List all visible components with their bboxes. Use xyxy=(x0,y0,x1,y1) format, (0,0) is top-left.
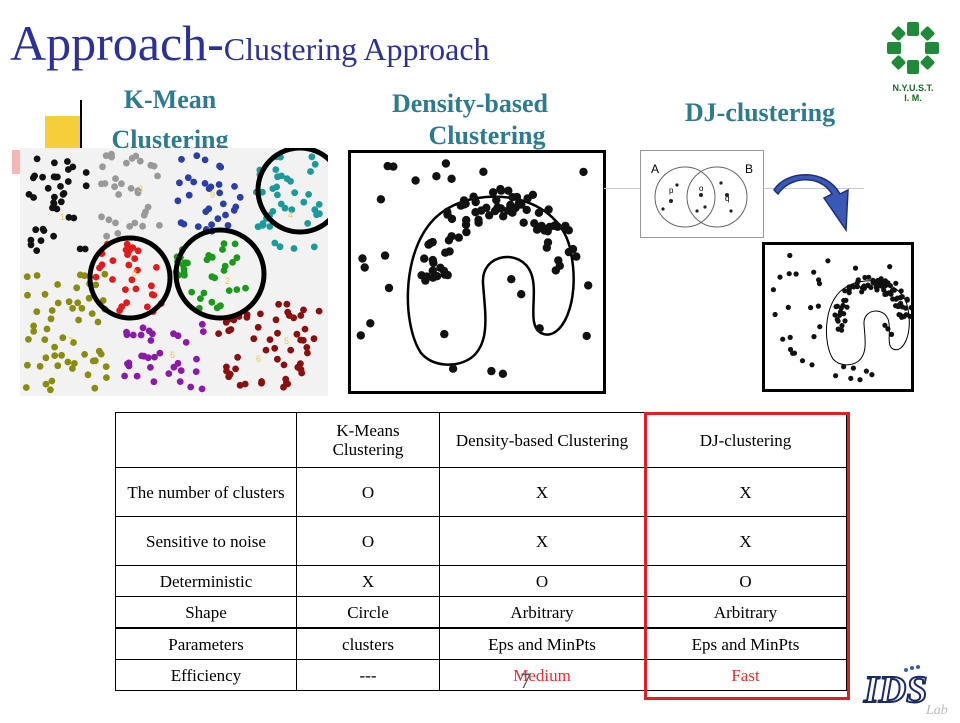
table-row: Parameters clusters Eps and MinPts Eps a… xyxy=(115,627,847,660)
density-illustration xyxy=(348,150,606,394)
heading-density: Density-based Clustering xyxy=(360,88,580,152)
cluster-label: 1 xyxy=(60,212,65,222)
table-header-cell: K-Means Clustering xyxy=(296,412,440,468)
table-cell: Parameters xyxy=(115,627,297,660)
cluster-label: 8 xyxy=(132,268,137,278)
cluster-label: 6 xyxy=(256,354,261,364)
venn-label-b: B xyxy=(745,162,753,176)
table-cell: X xyxy=(439,467,645,517)
venn-label-p: p xyxy=(669,186,674,195)
cluster-label: 5 xyxy=(284,336,289,346)
venn-diagram-icon: A B p q o xyxy=(651,162,753,228)
table-cell: O xyxy=(296,516,440,566)
kmeans-scatter-icon: 1 3 7 5 9 8 2 4 6 6 xyxy=(22,145,345,394)
table-header-cell: DJ-clustering xyxy=(644,412,847,468)
table-cell: X xyxy=(644,467,847,517)
table-row: Shape Circle Arbitrary Arbitrary xyxy=(115,596,847,629)
ids-logo-text: IDS xyxy=(863,669,927,711)
table-cell: O xyxy=(644,565,847,597)
table-cell: Eps and MinPts xyxy=(644,627,847,660)
heading-dj: DJ-clustering xyxy=(684,98,836,127)
cluster-label: 7 xyxy=(68,336,73,346)
cluster-label: 6 xyxy=(170,350,175,360)
table-cell: Circle xyxy=(296,596,440,629)
table-cell: Sensitive to noise xyxy=(115,516,297,566)
table-cell: Arbitrary xyxy=(439,596,645,629)
table-cell: Eps and MinPts xyxy=(439,627,645,660)
accent-line xyxy=(80,100,82,160)
cluster-label: 4 xyxy=(288,210,293,220)
comparison-table: K-Means Clustering Density-based Cluster… xyxy=(115,412,847,691)
ids-lab-logo: IDS Lab xyxy=(860,662,956,718)
venn-illustration: A B p q o xyxy=(640,150,764,238)
table-cell: Arbitrary xyxy=(644,596,847,629)
heading-density-line1: Density-based xyxy=(391,89,548,118)
table-cell: Medium xyxy=(439,659,645,691)
kmeans-illustration: 1 3 7 5 9 8 2 4 6 6 xyxy=(20,145,345,396)
table-cell: X xyxy=(296,565,440,597)
heading-density-line2: Clustering xyxy=(428,121,546,150)
table-row: Deterministic X O O xyxy=(115,565,847,597)
dj-blob-icon xyxy=(770,252,914,383)
venn-label-q: q xyxy=(725,194,729,203)
ids-logo-suffix: Lab xyxy=(925,703,948,718)
table-cell: clusters xyxy=(296,627,440,660)
title-main: Approach- xyxy=(10,15,224,71)
title-sub: Clustering Approach xyxy=(223,31,490,67)
table-row: The number of clusters O X X xyxy=(115,467,847,517)
page-number: 7 xyxy=(520,668,531,693)
cluster-label: 2 xyxy=(225,276,230,286)
table-header-cell: Density-based Clustering xyxy=(439,412,645,468)
table-row: Efficiency --- Medium Fast xyxy=(115,659,847,691)
table-cell: --- xyxy=(296,659,440,691)
venn-label-o: o xyxy=(699,184,704,193)
logo-line2: I. M. xyxy=(904,93,922,103)
table-cell: Deterministic xyxy=(115,565,297,597)
table-cell: Efficiency xyxy=(115,659,297,691)
dj-illustration xyxy=(762,242,914,392)
heading-kmeans-line1: K-Mean xyxy=(123,85,217,114)
logo-line1: N.Y.U.S.T. xyxy=(892,83,934,93)
page-title: Approach-Clustering Approach xyxy=(10,14,490,72)
table-header-row: K-Means Clustering Density-based Cluster… xyxy=(115,412,847,468)
table-cell: The number of clusters xyxy=(115,467,297,517)
table-cell: X xyxy=(644,516,847,566)
venn-label-a: A xyxy=(651,162,659,176)
table-row: Sensitive to noise O X X xyxy=(115,516,847,566)
flower-logo-icon xyxy=(887,22,939,74)
table-cell: O xyxy=(296,467,440,517)
table-cell: Fast xyxy=(644,659,847,691)
cluster-label: 9 xyxy=(210,190,215,200)
table-cell: O xyxy=(439,565,645,597)
curved-arrow-icon xyxy=(773,174,849,233)
table-cell: X xyxy=(439,516,645,566)
density-blob-icon xyxy=(356,159,593,378)
cluster-label: 3 xyxy=(138,184,143,194)
table-header-cell xyxy=(115,412,297,468)
table-cell: Shape xyxy=(115,596,297,629)
ids-logo-icon: IDS Lab xyxy=(862,665,948,718)
university-logo: N.Y.U.S.T. I. M. xyxy=(878,18,948,108)
